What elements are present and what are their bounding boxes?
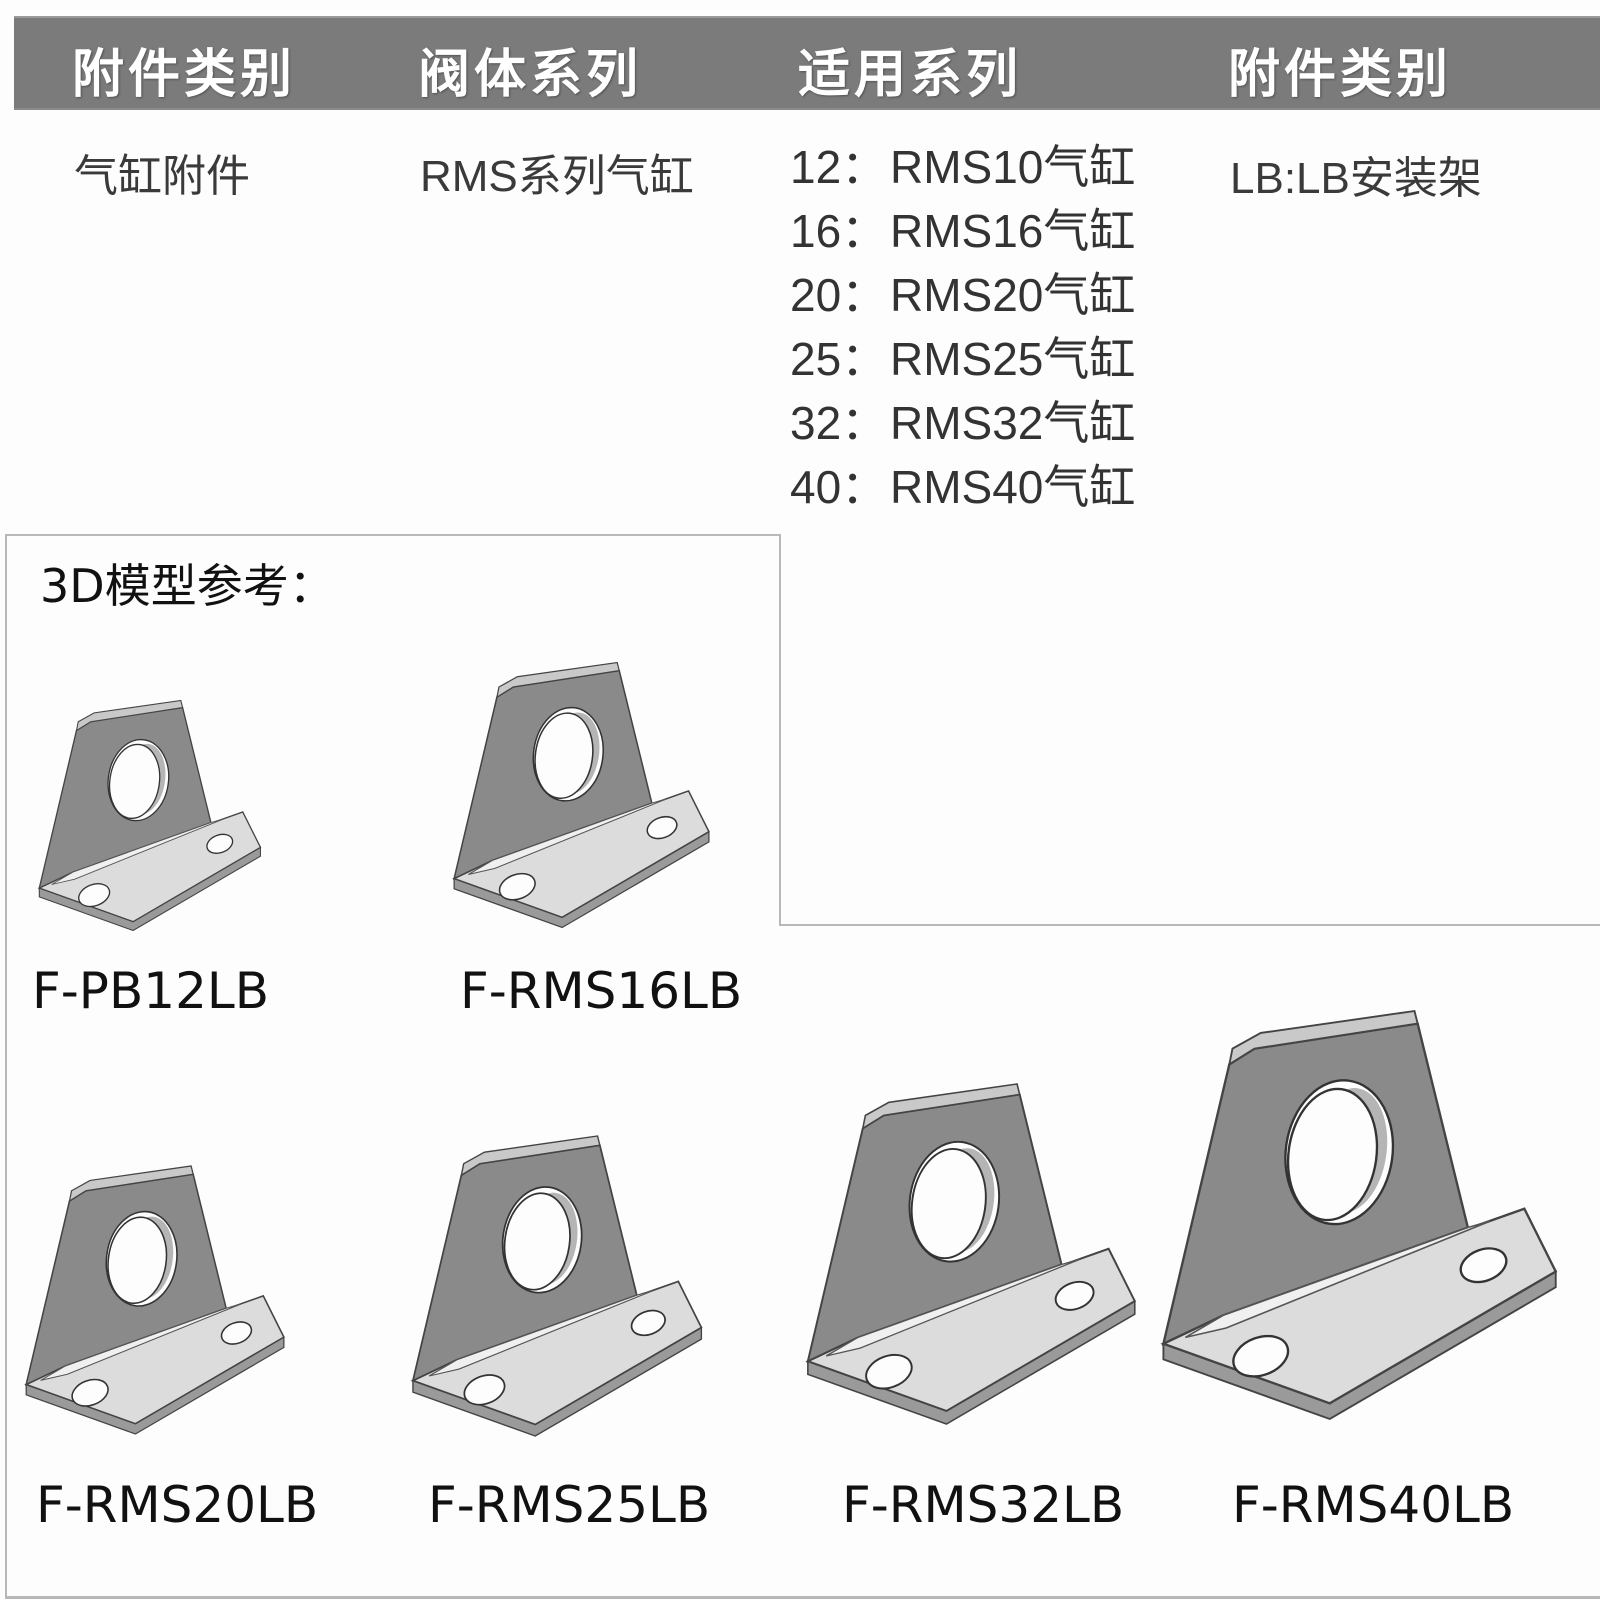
header-accessory-type: 附件类别 [1228,45,1453,105]
model-item-f-pb12lb [34,688,264,947]
series-item: 16：RMS16气缸 [790,205,1136,257]
model-label: F-RMS20LB [36,1476,319,1534]
model-item-f-rms40lb [1154,965,1562,1469]
cell-accessory-category: 气缸附件 [74,152,250,201]
cell-accessory-type: LB:LB安装架 [1230,154,1482,203]
series-item: 40：RMS40气缸 [790,461,1136,513]
model-item-f-rms20lb [20,1140,288,1464]
model-box-top-border [5,534,781,536]
header-applicable-series: 适用系列 [798,45,1023,105]
model-label: F-RMS32LB [842,1476,1125,1534]
l-bracket-icon [806,1083,1136,1425]
header-accessory-category: 附件类别 [72,45,297,105]
model-item-f-rms16lb [448,645,713,949]
series-item: 25：RMS25气缸 [790,333,1136,385]
l-bracket-icon [38,699,262,932]
model-label: F-RMS40LB [1232,1476,1515,1534]
model-label: F-RMS25LB [428,1476,711,1534]
model-box-left-border [5,534,7,1598]
model-label: F-RMS16LB [460,962,743,1020]
model-box-bottom-border [5,1596,1600,1599]
header-valve-series: 阀体系列 [418,45,643,105]
series-item: 12：RMS10气缸 [790,141,1136,193]
model-label: F-PB12LB [32,962,270,1020]
table-header: 附件类别 阀体系列 适用系列 附件类别 [14,16,1600,110]
model-box-inner-vertical-border [779,534,781,926]
model-box-inner-horizontal-border [779,924,1600,926]
l-bracket-icon [412,1135,703,1437]
model-item-f-rms32lb [800,1048,1140,1464]
series-item: 20：RMS20气缸 [790,269,1136,321]
cell-valve-series: RMS系列气缸 [420,152,694,201]
model-item-f-rms25lb [406,1110,706,1466]
model-section-title: 3D模型参考： [40,559,335,613]
l-bracket-icon [25,1165,285,1435]
series-item: 32：RMS32气缸 [790,397,1136,449]
applicable-series-list: 12：RMS10气缸 16：RMS16气缸 20：RMS20气缸 25：RMS2… [790,138,1135,522]
l-bracket-icon [1162,1009,1557,1421]
l-bracket-icon [453,661,710,929]
